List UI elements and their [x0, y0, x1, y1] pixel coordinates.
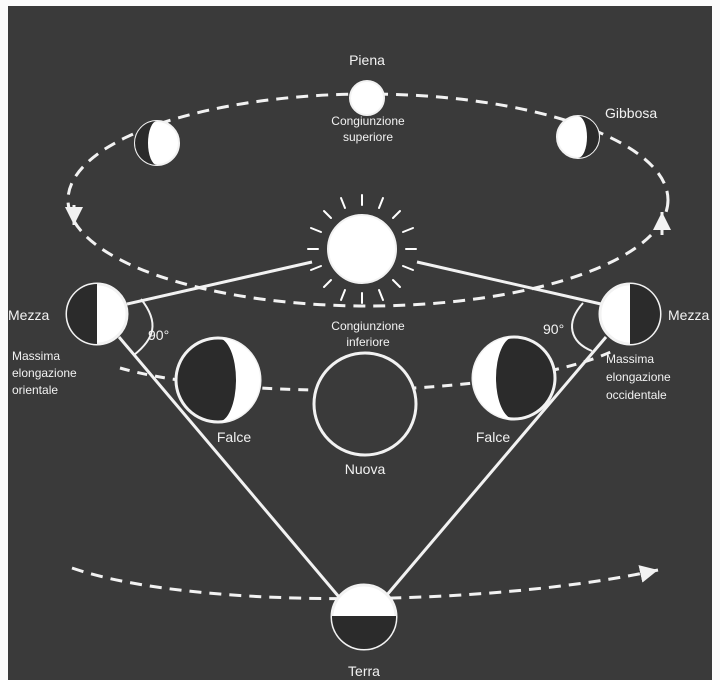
label-cong-sup-line1: Congiunzione [331, 114, 405, 128]
label-mezza-right: Mezza [668, 307, 709, 323]
phase-piena-icon [350, 81, 384, 115]
label-mezza-left: Mezza [8, 307, 49, 323]
phase-falce-right-icon [473, 337, 555, 419]
label-nuova: Nuova [345, 461, 386, 477]
label-cong-inf-line2: inferiore [346, 335, 390, 349]
label-cong-sup-line2: superiore [343, 130, 393, 144]
label-angle-left: 90° [148, 327, 169, 343]
label-elong-or-line1: Massima [12, 349, 60, 363]
sun-icon [308, 195, 416, 303]
earth-icon [332, 585, 396, 649]
label-elong-or-line2: elongazione [12, 366, 77, 380]
label-elong-occ-line2: elongazione [606, 370, 671, 384]
phase-gibbosa-right-icon [557, 116, 599, 158]
phase-gibbosa-left-icon [135, 121, 179, 165]
phase-nuova-icon [314, 353, 416, 455]
phase-mezza-left-icon [67, 284, 127, 344]
label-falce-right: Falce [476, 429, 510, 445]
label-cong-inf-line1: Congiunzione [331, 319, 405, 333]
label-piena: Piena [349, 52, 385, 68]
label-falce-left: Falce [217, 429, 251, 445]
phase-falce-left-icon [176, 338, 260, 422]
label-angle-right: 90° [543, 321, 564, 337]
label-gibbosa: Gibbosa [605, 105, 657, 121]
label-elong-or-line3: orientale [12, 383, 58, 397]
phase-mezza-right-icon [600, 284, 660, 344]
label-elong-occ-line3: occidentale [606, 388, 667, 402]
angle-arc-right [572, 303, 592, 351]
label-elong-occ-line1: Massima [606, 352, 654, 366]
label-terra: Terra [348, 663, 380, 679]
